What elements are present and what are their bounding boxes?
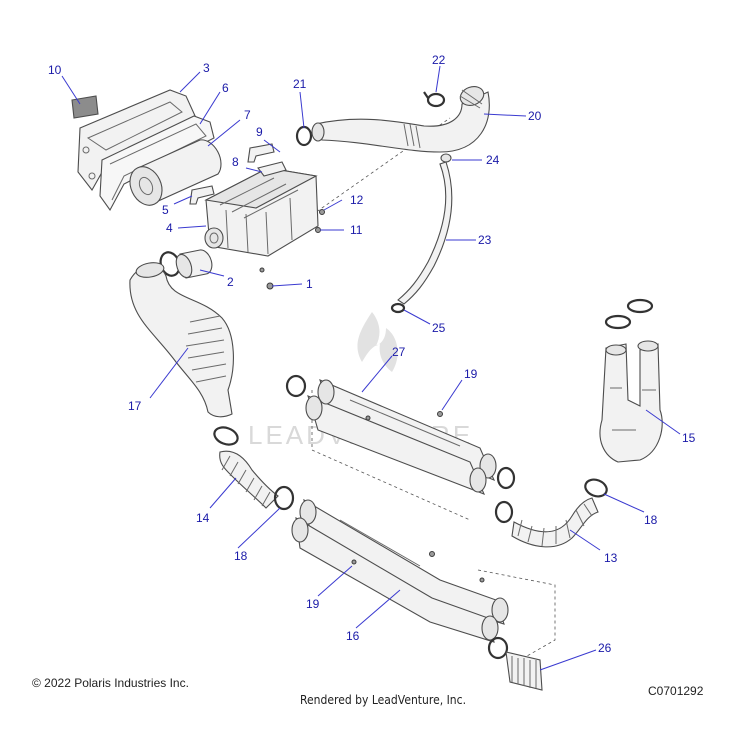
- part-7-air-filter: [129, 139, 222, 206]
- part-5-bracket: [189, 185, 215, 205]
- part-14-hose: [213, 426, 279, 509]
- callout-13: 13: [604, 551, 618, 565]
- callout-12: 12: [350, 193, 364, 207]
- part-4-airbox-housing: [204, 167, 319, 257]
- callout-1: 1: [306, 277, 313, 291]
- callout-5: 5: [162, 203, 169, 217]
- callout-27: 27: [392, 345, 406, 359]
- callout-6: 6: [222, 81, 229, 95]
- callout-15: 15: [682, 431, 696, 445]
- leader-lines: [61, 65, 681, 671]
- callout-16: 16: [346, 629, 360, 643]
- part-15-intake: [599, 298, 663, 463]
- callout-25: 25: [432, 321, 446, 335]
- callout-10: 10: [48, 63, 62, 77]
- part-16-duct: [291, 498, 509, 643]
- callout-20: 20: [528, 109, 542, 123]
- callout-11: 11: [350, 223, 363, 237]
- callout-23: 23: [478, 233, 492, 247]
- callout-18-right: 18: [644, 513, 658, 527]
- callout-8: 8: [232, 155, 239, 169]
- copyright-text: © 2022 Polaris Industries Inc.: [32, 676, 189, 690]
- part-19-screws: [351, 411, 485, 583]
- part-23-drain-hose: [397, 161, 453, 305]
- callout-numbers: 10 3 6 7 21 22 20 9 8 24 5 12 4 11 23 2 …: [48, 53, 696, 655]
- part-21-clamp: [295, 125, 313, 147]
- callout-4: 4: [166, 221, 173, 235]
- part-10-label: [71, 95, 99, 119]
- part-26-hose: [505, 651, 543, 691]
- part-9-bracket: [247, 143, 275, 163]
- part-8-strap: [257, 161, 287, 177]
- part-27-duct: [285, 374, 497, 495]
- callout-19-lower: 19: [306, 597, 320, 611]
- part-18-clamps: [273, 478, 608, 511]
- callout-7: 7: [244, 108, 251, 122]
- callout-17: 17: [128, 399, 142, 413]
- callout-3: 3: [203, 61, 210, 75]
- rendered-by-text: Rendered by LeadVenture, Inc.: [300, 693, 467, 707]
- callout-22: 22: [432, 53, 446, 67]
- duct-clamps: [487, 466, 516, 660]
- diagram-code: C0701292: [648, 684, 704, 698]
- part-24-fitting: [440, 153, 452, 163]
- callout-9: 9: [256, 125, 263, 139]
- callout-21: 21: [293, 77, 307, 91]
- callout-26: 26: [598, 641, 612, 655]
- part-25-clamp: [390, 302, 406, 314]
- callout-18-left: 18: [234, 549, 248, 563]
- part-13-hose: [511, 497, 599, 548]
- callout-2: 2: [227, 275, 234, 289]
- callout-24: 24: [486, 153, 500, 167]
- callout-19-upper: 19: [464, 367, 478, 381]
- callout-14: 14: [196, 511, 210, 525]
- part-22-clamp: [423, 91, 446, 108]
- part-20-intake-duct: [311, 86, 490, 153]
- part-17-duct: [129, 262, 234, 418]
